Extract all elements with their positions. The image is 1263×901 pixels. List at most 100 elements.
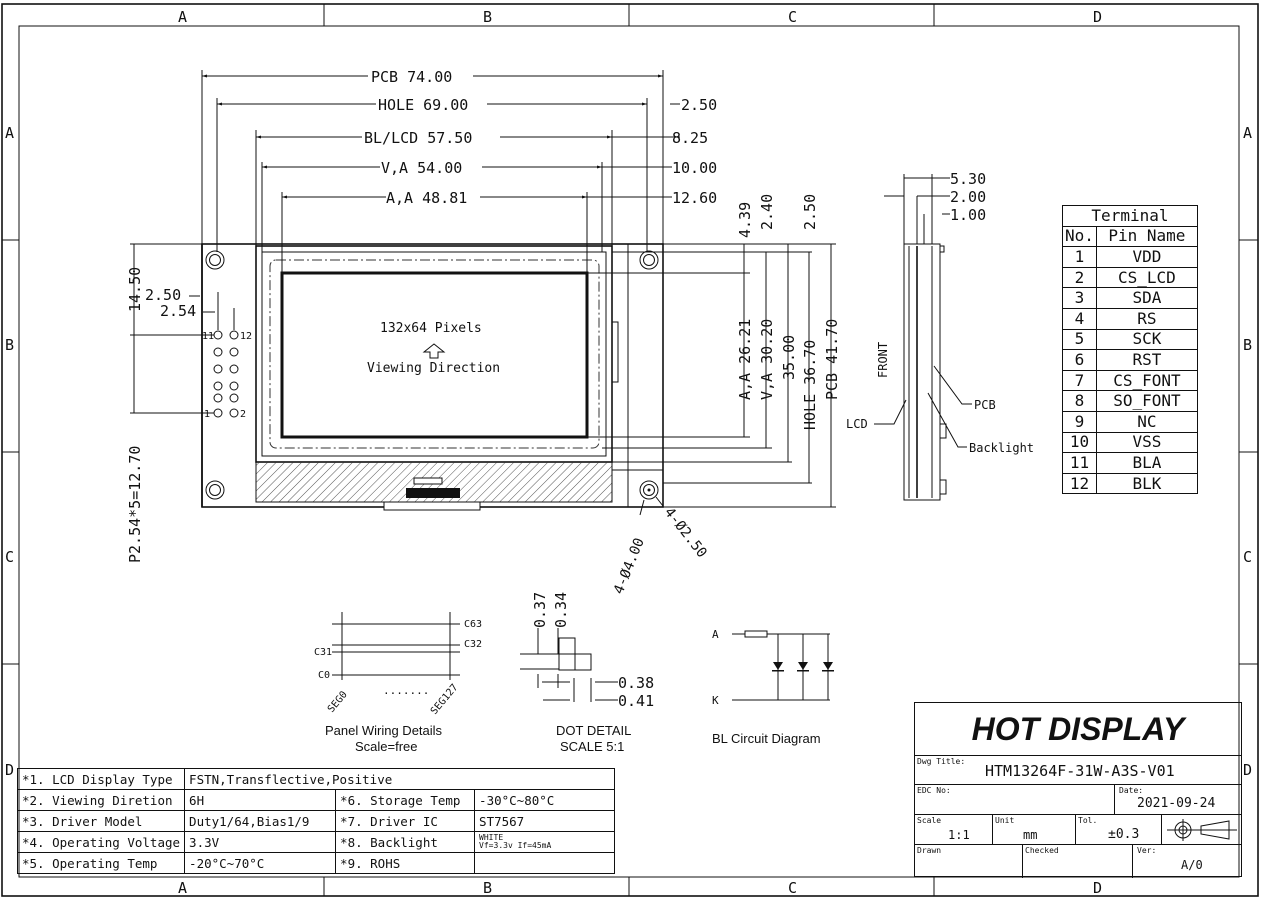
dim-pin-2-50: 2.50 [145, 286, 181, 304]
ver-label: Ver: [1137, 846, 1157, 855]
spec-key: *6. Storage Temp [335, 789, 476, 811]
spec-row: *2. Viewing Diretion 6H *6. Storage Temp… [16, 789, 616, 811]
c31-label: C31 [314, 647, 332, 658]
spec-table: *1. LCD Display Type FSTN,Transflective,… [16, 768, 616, 874]
col-label-b-bottom: B [483, 879, 492, 897]
spec-key: *3. Driver Model [16, 810, 186, 832]
ecn-date-row: EDC No: Date: 2021-09-24 [915, 785, 1241, 815]
pcb-label: PCB [974, 398, 996, 412]
spec-value: -20°C~70°C [184, 852, 337, 874]
pin-no: 3 [1062, 287, 1097, 309]
front-view: 11 12 1 2 132x64 Pixels Viewing Directio… [201, 243, 664, 511]
pin-name: BLK [1095, 472, 1198, 495]
pin-no: 2 [1062, 266, 1097, 289]
spec-value: -30°C~80°C [474, 789, 616, 811]
active-area [280, 271, 589, 439]
dot-dim-0-37: 0.37 [531, 592, 549, 628]
row-label-c: C [5, 548, 14, 566]
panel-wiring-caption: Panel Wiring Details [325, 723, 443, 738]
panel-wiring-scale: Scale=free [355, 739, 418, 754]
backlight-label: Backlight [969, 441, 1034, 455]
row-label-b-right: B [1243, 336, 1252, 354]
dim-hole-height: HOLE 36.70 [801, 340, 819, 430]
drawn-label: Drawn [917, 846, 942, 855]
viewing-direction-label: Viewing Direction [367, 361, 500, 376]
side-outline [903, 243, 941, 501]
scale-value: 1:1 [948, 828, 970, 842]
spec-row: *5. Operating Temp -20°C~70°C *9. ROHS [16, 852, 616, 874]
pin-no: 8 [1062, 390, 1097, 412]
col-label-c-bottom: C [788, 879, 797, 897]
spec-key: *8. Backlight [335, 831, 476, 853]
bl-circuit-caption: BL Circuit Diagram [712, 731, 821, 746]
dim-offset-2-50: 2.50 [681, 96, 717, 114]
header-pin-name: Pin Name [1095, 225, 1198, 248]
dwg-title-row: Dwg Title: HTM13264F-31W-A3S-V01 [915, 756, 1241, 785]
col-label-b: B [483, 8, 492, 26]
row-label-b: B [5, 336, 14, 354]
pin-no: 9 [1062, 410, 1097, 433]
dim-pcb-width: PCB 74.00 [371, 68, 452, 86]
front-label: FRONT [876, 342, 890, 378]
dim-bl-lcd-width: BL/LCD 57.50 [364, 129, 472, 147]
tol-label: Tol. [1078, 816, 1098, 825]
pin-name: SCK [1095, 328, 1198, 351]
spec-row: *1. LCD Display Type FSTN,Transflective,… [16, 768, 616, 790]
spec-key: *4. Operating Voltage [16, 831, 186, 853]
pin-name: BLA [1095, 452, 1198, 474]
dim-hole-width: HOLE 69.00 [378, 96, 468, 114]
checked-label: Checked [1025, 846, 1059, 855]
row-label-a: A [5, 124, 14, 142]
dim-offset-4-39: 4.39 [736, 202, 754, 238]
dot-detail-scale: SCALE 5:1 [560, 739, 624, 754]
pin-name: SDA [1095, 287, 1198, 309]
pin-no: 12 [1062, 472, 1097, 495]
backlight-color: WHITE [479, 833, 504, 842]
dwg-title-label: Dwg Title: [917, 757, 966, 766]
dim-offset-2-50-v: 2.50 [801, 194, 819, 230]
row-label-c-right: C [1243, 548, 1252, 566]
c0-label: C0 [318, 670, 330, 681]
scale-label: Scale [917, 816, 942, 825]
spec-key: *9. ROHS [335, 852, 476, 874]
sheet-border: A B C D A B C D A B C D A B C D [1, 3, 1259, 897]
pin-label-12: 12 [240, 331, 252, 342]
date-value: 2021-09-24 [1137, 796, 1216, 811]
spec-key: *7. Driver IC [335, 810, 476, 832]
spec-value: Duty1/64,Bias1/9 [184, 810, 337, 832]
unit-value: mm [1023, 828, 1038, 842]
col-label-d: D [1093, 8, 1102, 26]
pin-no: 10 [1062, 431, 1097, 454]
col-label-a-bottom: A [178, 879, 187, 897]
lcd-label: LCD [846, 417, 868, 431]
pin-no: 11 [1062, 452, 1097, 474]
backlight-spec: Vf=3.3v If=45mA [479, 841, 552, 850]
spec-value [474, 852, 616, 874]
pin-name: CS_FONT [1095, 369, 1198, 392]
spec-value: 3.3V [184, 831, 337, 853]
title-block: HOT DISPLAY Dwg Title: HTM13264F-31W-A3S… [914, 702, 1242, 878]
dim-offset-8-25: 8.25 [672, 129, 708, 147]
vertical-dimensions: A,A 26.21 V,A 30.20 35.00 HOLE 36.70 PCB… [587, 194, 841, 508]
header-no: No. [1062, 225, 1097, 248]
pin-label-2: 2 [240, 409, 246, 420]
viewing-area [269, 259, 600, 449]
pin-no: 1 [1062, 246, 1097, 268]
projection-symbol-icon [1167, 819, 1237, 841]
hole-dia-4-00: 4-Ø4.00 [611, 536, 648, 597]
hole-dia-2-50: 4-Ø2.50 [661, 505, 710, 561]
dim-35-00: 35.00 [780, 335, 798, 380]
spec-value: FSTN,Transflective,Positive [184, 768, 616, 790]
resistor-icon [744, 630, 768, 638]
